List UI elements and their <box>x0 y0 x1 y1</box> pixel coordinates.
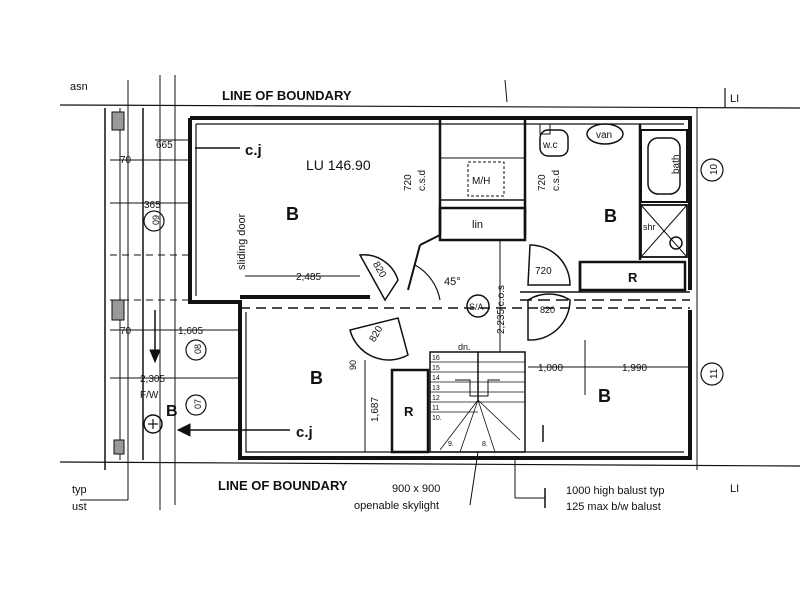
door-width-label: 820 <box>368 324 386 344</box>
sliding-door-label: sliding door <box>236 213 248 270</box>
room-bedroom: B <box>166 403 178 420</box>
fw-label: F/W <box>140 390 159 401</box>
door-width-label: 720 <box>403 174 414 191</box>
door-type-label: c.s.d <box>417 170 428 191</box>
skylight-note: openable skylight <box>354 500 439 512</box>
room-robe: R <box>628 270 638 285</box>
cj-label: c.j <box>296 424 313 441</box>
stair-number: 10. <box>432 415 442 422</box>
stair-number: 12 <box>432 395 440 402</box>
door-width-label: 820 <box>540 305 555 315</box>
bottom-boundary-line <box>59 461 800 467</box>
room-bedroom: B <box>598 386 611 406</box>
stair-number: 9. <box>448 441 454 448</box>
stair-number: 11 <box>432 405 439 412</box>
stair-number: 15 <box>432 365 440 372</box>
marker-label: 11 <box>709 368 720 379</box>
stair-number: 8. <box>482 441 488 448</box>
floor-waste-icon <box>143 414 163 434</box>
marker-07 <box>185 394 207 416</box>
stair-number: 14 <box>432 375 440 382</box>
marker-08 <box>185 339 207 361</box>
stair-number: 13 <box>432 385 440 392</box>
room-robe: R <box>404 404 414 419</box>
angle-label: 45° <box>444 276 461 288</box>
bath-label: bath <box>671 155 682 174</box>
marker-11 <box>700 362 724 386</box>
balustrade-note: 1000 high balust typ <box>566 485 664 497</box>
smoke-alarm-icon <box>466 294 490 318</box>
bottom-boundary-label: LINE OF BOUNDARY <box>218 478 348 493</box>
manhole-label: M/H <box>472 176 490 187</box>
marker-label: 10 <box>709 163 720 175</box>
marker-09 <box>143 210 165 232</box>
dimension-label: 90 <box>348 360 358 370</box>
top-boundary-label: LINE OF BOUNDARY <box>222 88 352 103</box>
dimension-label: 2,305 <box>140 374 165 385</box>
edge-fragment: LI <box>730 93 739 105</box>
exterior-wall <box>188 116 692 460</box>
dimension-label: 1,000 <box>538 363 563 374</box>
door-width-label: 720 <box>535 266 552 277</box>
dimension-label: 2,485 <box>296 272 321 283</box>
shower-label: shr <box>643 222 656 232</box>
dimension-label: 2,235 c.o.s <box>496 285 507 334</box>
marker-label: 08 <box>193 344 203 354</box>
dimension-label: 665 <box>156 140 173 151</box>
edge-fragment: asn <box>70 81 88 93</box>
room-bedroom: B <box>286 204 299 224</box>
vanity-label: van <box>596 130 612 141</box>
edge-fragment: typ <box>72 484 87 496</box>
stair-direction-label: dn. <box>458 342 471 352</box>
stair-number: 16 <box>432 355 440 362</box>
door-width-label: 720 <box>537 174 548 191</box>
dimension-label: 1,687 <box>370 397 381 422</box>
dimension-label: 70 <box>120 326 132 337</box>
balustrade-note: 125 max b/w balust <box>566 501 661 513</box>
top-boundary-line <box>59 104 800 109</box>
dimension-label: 1,990 <box>622 363 647 374</box>
marker-label: 09 <box>151 215 161 225</box>
door-type-label: c.s.d <box>551 170 562 191</box>
smoke-alarm-label: S/A <box>469 302 484 312</box>
marker-label: 07 <box>193 399 203 409</box>
skylight-note: 900 x 900 <box>392 483 440 495</box>
room-bedroom: B <box>310 368 323 388</box>
room-bedroom: B <box>604 206 617 226</box>
edge-fragment: LI <box>730 483 739 495</box>
marker-10 <box>700 158 724 182</box>
room-linen: lin <box>472 219 483 231</box>
edge-fragment: ust <box>72 501 87 513</box>
dimension-label: 365 <box>144 200 161 211</box>
level-label: LU 146.90 <box>306 157 371 173</box>
dimension-label: 70 <box>120 155 132 166</box>
cj-label: c.j <box>245 142 262 159</box>
wc-label: w.c <box>542 140 557 151</box>
dimension-label: 1,605 <box>178 326 203 337</box>
